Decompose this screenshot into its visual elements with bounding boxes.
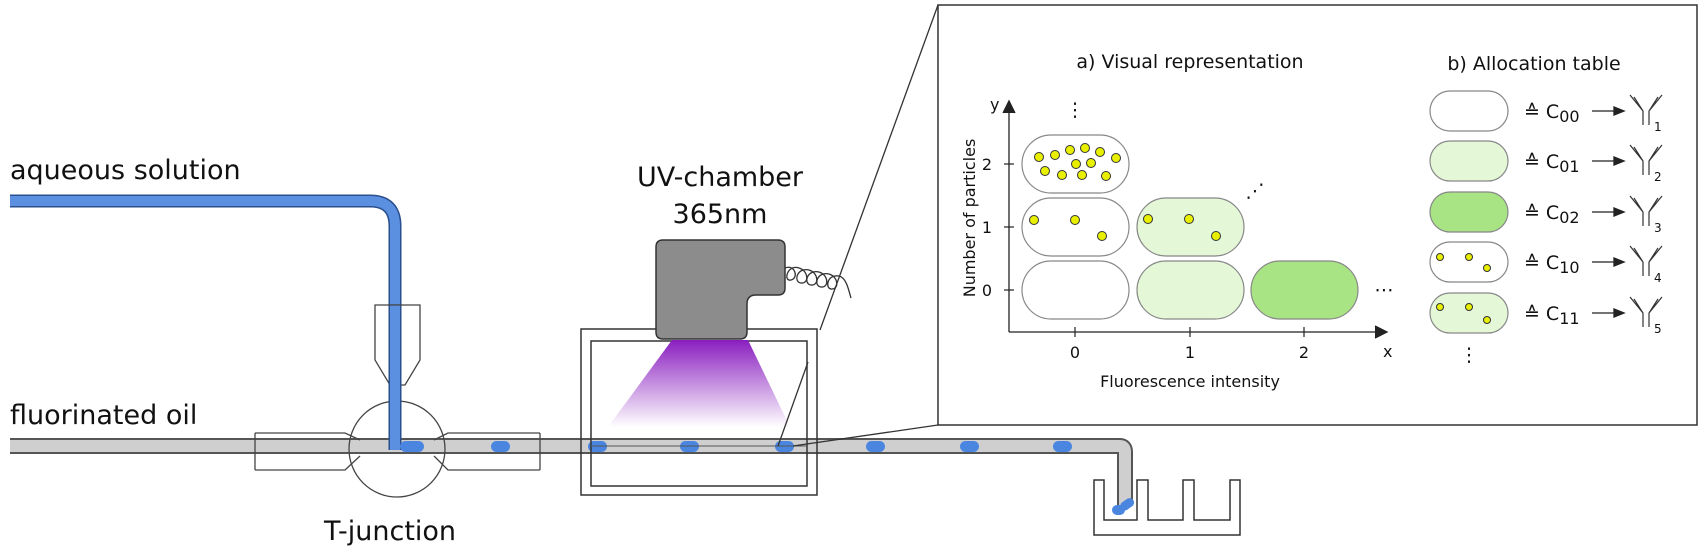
alloc-droplet [1429, 90, 1509, 132]
x-axis-letter: x [1383, 342, 1392, 361]
antibody-index: 4 [1654, 271, 1662, 285]
droplet-0-0 [1021, 260, 1130, 320]
alloc-symbol: ≙ [1524, 151, 1540, 173]
diagonal-ellipsis: ⋰ [1246, 180, 1265, 202]
chart-axes [1002, 99, 1389, 339]
panel-b-title: b) Allocation table [1447, 53, 1620, 75]
antibody-icon [1629, 195, 1663, 226]
aqueous-channel [10, 194, 402, 450]
alloc-sub: 00 [1559, 107, 1579, 126]
allocation-table [1429, 90, 1509, 334]
antibody-index: 3 [1654, 221, 1662, 235]
alloc-sub: 11 [1559, 309, 1579, 328]
alloc-symbol: ≙ [1524, 101, 1540, 123]
vertical-ellipsis: ⋮ [1066, 99, 1085, 121]
antibody-index: 1 [1654, 120, 1662, 134]
antibody-icon [1629, 94, 1663, 125]
droplet [1053, 441, 1072, 452]
uv-chamber-label: UV-chamber [637, 162, 804, 193]
antibody-icons [1629, 94, 1663, 327]
svg-text:≙C02: ≙ C02 [1524, 202, 1580, 227]
panel-a-title: a) Visual representation [1076, 51, 1303, 73]
y-tick-1: 1 [982, 218, 992, 237]
droplet-1-1 [1136, 197, 1245, 257]
droplet-1-0 [1136, 260, 1245, 320]
alloc-row [1429, 140, 1509, 182]
alloc-codes: ≙C00 ≙C01 ≙C02 ≙C10 ≙C11 [1524, 101, 1580, 328]
alloc-code: C [1546, 252, 1559, 274]
particles [1029, 143, 1221, 241]
droplet-2-0 [1250, 260, 1359, 320]
svg-text:≙C01: ≙ C01 [1524, 151, 1580, 176]
tjunction-label: T-junction [323, 516, 456, 547]
zoom-lines [777, 4, 939, 447]
y-tick-2: 2 [982, 155, 992, 174]
horizontal-ellipsis: ⋯ [1375, 279, 1394, 301]
x-axis-label: Fluorescence intensity [1100, 372, 1280, 391]
alloc-symbol: ≙ [1524, 303, 1540, 325]
alloc-row [1429, 241, 1509, 283]
svg-text:≙C00: ≙ C00 [1524, 101, 1580, 126]
alloc-droplet [1429, 191, 1509, 233]
collection-wells [1093, 479, 1241, 536]
alloc-droplet [1429, 241, 1509, 283]
aqueous-label: aqueous solution [10, 155, 241, 186]
uv-chamber [580, 328, 818, 496]
x-tick-0: 0 [1070, 343, 1080, 362]
uv-lamp-icon [655, 239, 852, 340]
antibody-index: 2 [1654, 170, 1662, 184]
alloc-code: C [1546, 151, 1559, 173]
alloc-droplet [1429, 140, 1509, 182]
alloc-row [1429, 191, 1509, 233]
alloc-arrows [1592, 106, 1626, 318]
oil-label: fluorinated oil [10, 400, 197, 431]
x-tick-2: 2 [1299, 343, 1309, 362]
lamp-cable [784, 266, 852, 299]
svg-text:≙C10: ≙ C10 [1524, 252, 1580, 277]
alloc-sub: 10 [1559, 258, 1579, 277]
alloc-sub: 01 [1559, 157, 1579, 176]
droplet-0-1 [1021, 197, 1130, 257]
alloc-sub: 02 [1559, 208, 1579, 227]
antibody-icon [1629, 296, 1663, 327]
alloc-code: C [1546, 101, 1559, 123]
antibody-index: 5 [1654, 322, 1662, 336]
alloc-row [1429, 90, 1509, 132]
uv-light-cone [608, 340, 790, 427]
droplet [400, 441, 424, 452]
y-tick-0: 0 [982, 281, 992, 300]
alloc-symbol: ≙ [1524, 252, 1540, 274]
y-axis-label: Number of particles [960, 139, 979, 298]
tick-marks [1004, 163, 1305, 337]
x-tick-1: 1 [1185, 343, 1195, 362]
antibody-icon [1629, 245, 1663, 276]
uv-wavelength-label: 365nm [673, 199, 768, 230]
alloc-code: C [1546, 202, 1559, 224]
alloc-row [1429, 292, 1509, 334]
alloc-symbol: ≙ [1524, 202, 1540, 224]
svg-text:≙C11: ≙ C11 [1524, 303, 1580, 328]
oil-channel [10, 438, 1133, 505]
droplet [866, 441, 885, 452]
table-vertical-ellipsis: ⋮ [1460, 344, 1479, 366]
alloc-code: C [1546, 303, 1559, 325]
alloc-droplet [1429, 292, 1509, 334]
droplet [960, 441, 979, 452]
y-axis-letter: y [990, 95, 999, 114]
droplet [491, 441, 510, 452]
antibody-icon [1629, 144, 1663, 175]
